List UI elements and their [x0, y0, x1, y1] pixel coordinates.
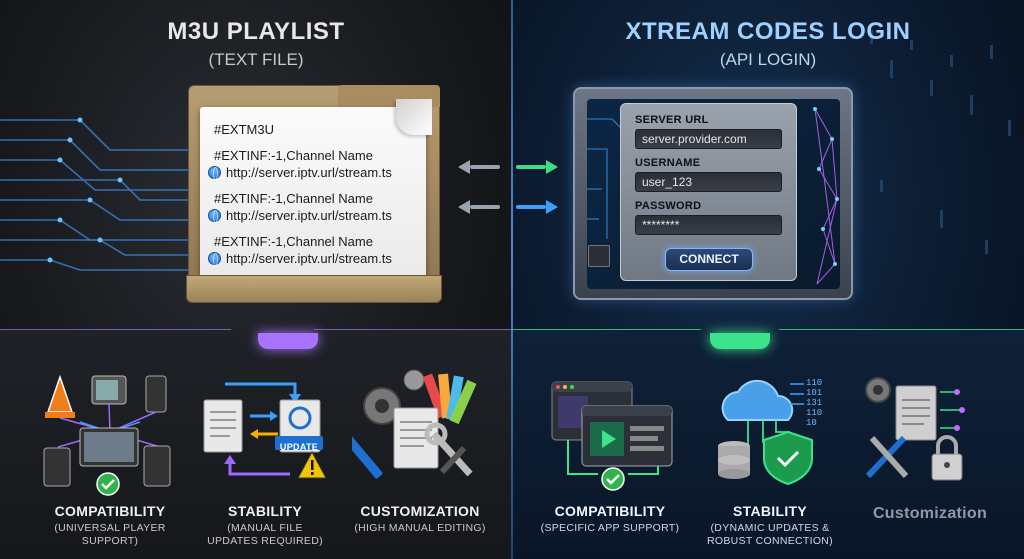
m3u-extinf-line: #EXTINF:-1,Channel Name [214, 234, 373, 249]
m3u-header-line: #EXTM3U [214, 122, 274, 137]
edit-tools-icon [352, 369, 477, 479]
m3u-url-line: http://server.iptv.url/stream.ts [226, 165, 392, 180]
m3u-text-file: #EXTM3U #EXTINF:-1,Channel Name http://s… [200, 99, 432, 287]
center-divider [511, 0, 513, 559]
m3u-url-line: http://server.iptv.url/stream.ts [226, 208, 392, 223]
xtream-stability-feature: STABILITY (DYNAMIC UPDATES & ROBUST CONN… [707, 503, 833, 547]
password-field[interactable]: ******** [635, 215, 782, 235]
xtream-customization-feature: Customization [872, 505, 988, 522]
m3u-title: M3U PLAYLIST [167, 18, 345, 45]
m3u-folder-icon: #EXTM3U #EXTINF:-1,Channel Name http://s… [186, 85, 442, 303]
update-badge-label: UPDATE [279, 442, 319, 452]
server-url-field[interactable]: server.provider.com [635, 129, 782, 149]
xtream-subtitle: (API LOGIN) [719, 50, 817, 69]
globe-icon [208, 209, 221, 223]
chip-icon [588, 245, 610, 267]
globe-icon [208, 252, 221, 266]
m3u-compatibility-feature: COMPATIBILITY (UNIVERSAL PLAYER SUPPORT) [54, 503, 166, 547]
sync-arrows-bottom [458, 200, 558, 214]
username-field[interactable]: user_123 [635, 172, 782, 192]
left-notch-glow [258, 333, 318, 349]
m3u-stability-feature: STABILITY (MANUAL FILE UPDATES REQUIRED) [207, 503, 323, 547]
login-form: SERVER URL server.provider.com USERNAME … [620, 103, 797, 281]
right-notch-glow [710, 333, 770, 349]
m3u-subtitle: (TEXT FILE) [208, 50, 304, 69]
connect-button[interactable]: CONNECT [665, 248, 753, 271]
password-label: PASSWORD [635, 200, 702, 212]
m3u-extinf-line: #EXTINF:-1,Channel Name [214, 148, 373, 163]
file-update-warning-icon [203, 382, 327, 479]
binary-readout: 110 101 131 110 10 [806, 378, 823, 428]
username-label: USERNAME [635, 157, 701, 169]
cloud-shield-icon [718, 379, 813, 486]
m3u-url-line: http://server.iptv.url/stream.ts [226, 251, 392, 266]
devices-network-icon [43, 374, 171, 496]
settings-lock-icon [865, 377, 965, 481]
m3u-customization-feature: CUSTOMIZATION (HIGH MANUAL EDITING) [354, 503, 486, 534]
circuit-mesh-decoration [587, 107, 839, 285]
xtream-title: XTREAM CODES LOGIN [625, 18, 911, 45]
sync-arrows-top [458, 160, 558, 174]
server-url-label: SERVER URL [635, 114, 709, 126]
m3u-extinf-line: #EXTINF:-1,Channel Name [214, 191, 373, 206]
xtream-compatibility-feature: COMPATIBILITY (SPECIFIC APP SUPPORT) [540, 503, 680, 534]
app-windows-icon [551, 381, 673, 491]
globe-icon [208, 166, 221, 180]
